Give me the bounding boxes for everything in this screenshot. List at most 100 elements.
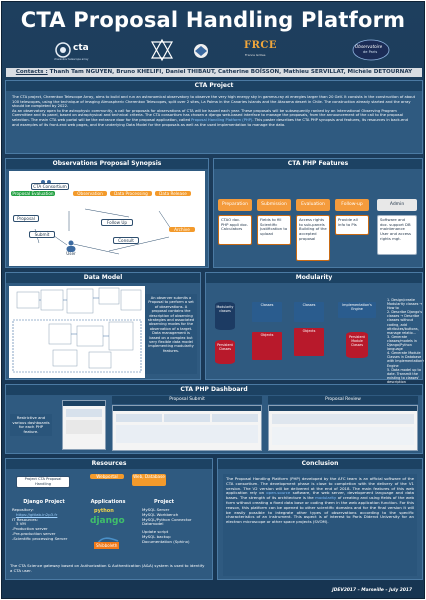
review-panel-heading: Proposal Review <box>268 396 418 404</box>
persistent-module-db: Persistent Module Classes <box>346 332 368 358</box>
authors-label: Contacts : <box>15 69 48 75</box>
modularity-heading: Modularity <box>206 273 422 283</box>
proposal-evaluation-box: Proposal Evaluation <box>11 191 55 196</box>
authors-names: Thanh Tam NGUYEN, Bruno KHELIFI, Daniel … <box>47 69 413 75</box>
prod-server: -Production server <box>12 526 48 532</box>
django-project-heading: Django Project <box>23 499 65 505</box>
resources-heading: Resources <box>6 459 212 469</box>
impl-engine-box: Implementation's Engine <box>338 302 376 318</box>
consortium-label: CTA Consortium <box>31 183 69 190</box>
conclusion-p3: of creating and using fields of the web … <box>226 495 414 525</box>
submit-box: Submit <box>29 231 55 238</box>
cta-logo-text: cta <box>73 43 89 53</box>
obs-paris-logo: Observatoire de Paris <box>351 38 391 64</box>
dashboard-heading: CTA PHP Dashboard <box>6 385 422 395</box>
authors-bar: Contacts : Thanh Tam NGUYEN, Bruno KHELI… <box>6 68 422 77</box>
classes-label-2: Classes <box>302 303 316 307</box>
feature-evaluation-desc: Access rights to sub-panels Building of … <box>296 215 330 261</box>
modularity-step: 5. Data model up to date. Transmit the e… <box>387 367 421 384</box>
submit-panel-screen <box>112 405 262 451</box>
impl-engine-label: Implementation's Engine <box>342 303 372 311</box>
conclusion-modularity: modularity <box>315 495 337 501</box>
archive-box: Archive <box>169 227 195 232</box>
persistent-classes-label: Persistent Classes <box>217 343 233 351</box>
france-grilles-logo: FRCE France Grilles <box>244 40 278 64</box>
project-item: Datamodel <box>142 521 164 527</box>
cta-project-body: The CTA project, Cherenkov Telescope Arr… <box>9 93 419 152</box>
observation-box: Observation <box>73 191 107 196</box>
obs-paris-text: Observatoire <box>355 44 383 49</box>
update-item: Update script <box>142 529 169 535</box>
poster-footer: JDEV2017 – Marseille – July 2017 <box>332 588 412 593</box>
france-grilles-text: FRCE <box>244 40 277 51</box>
objects-label-2: Objects <box>302 329 316 333</box>
resources-footer-note: The CTA Science gateway based on Authori… <box>10 563 205 573</box>
proposal-box: Proposal <box>13 215 39 222</box>
python-logo: python <box>94 508 114 514</box>
django-text: django <box>90 516 125 526</box>
logos-band: cta cherenkov telescope array FRCE Franc… <box>6 36 422 66</box>
classes-box-2: Classes <box>294 302 324 322</box>
feature-preparation-title: Preparation <box>218 199 252 211</box>
modularity-db-label: Modularity classes <box>216 305 234 313</box>
project-label-box: Project CTA Proposal Handling <box>16 476 70 488</box>
persistent-classes-db: Persistent Classes <box>215 340 235 364</box>
cta-project-section: CTA Project The CTA project, Cherenkov T… <box>5 80 423 154</box>
project-item: MySQL/Python Connector <box>142 516 192 522</box>
django-logo: django <box>90 516 125 526</box>
repository-label: Repository: <box>12 507 34 512</box>
conclusion-text: The Proposal Handling Platform (PHP) dev… <box>223 474 417 576</box>
cta-project-text-c: . This poster describes the CTA PHP syno… <box>12 117 408 127</box>
classes-box: Classes <box>252 302 282 322</box>
synopsis-body: CTA Consortium Proposal Evaluation Obser… <box>9 171 205 266</box>
features-section: CTA PHP Features Preparation Submission … <box>213 158 423 268</box>
dashboard-screen-1 <box>62 400 106 450</box>
feature-submission-title: Submission <box>257 199 291 211</box>
persistent-module-label: Persistent Module Classes <box>349 335 365 347</box>
modularity-step: 3. Generate classes/models in Django/Pyt… <box>387 334 417 352</box>
conclusion-open-source: open-source <box>266 490 291 496</box>
cta-logo-mark <box>55 42 71 58</box>
objects-box-2: Objects <box>294 328 324 356</box>
project-item: MySQL Server <box>142 507 170 512</box>
consult-box: Consult <box>113 237 139 244</box>
data-model-heading: Data Model <box>6 273 200 283</box>
shibboleth-logo: Shibboleth <box>94 542 120 549</box>
user-label: User <box>66 251 76 256</box>
modularity-db: Modularity classes <box>215 302 235 330</box>
feature-preparation-desc: CTAO doc. PHP appli doc. Calculators <box>218 215 252 245</box>
classes-label: Classes <box>260 303 274 307</box>
follow-up-box: Follow Up <box>101 219 133 226</box>
poster-title: CTA Proposal Handling Platform <box>20 8 406 32</box>
modularity-steps: 1. Design/create Modularity classes → Ho… <box>387 298 424 384</box>
cta-project-text-b: As an observatory open to the astrophysi… <box>12 108 403 122</box>
synopsis-heading: Observations Proposal Synopsis <box>6 159 208 169</box>
data-model-note: An observer submits a Proposal to perfor… <box>145 294 197 374</box>
review-panel-screen <box>268 405 418 451</box>
obs-paris-subtext: de Paris <box>363 50 378 54</box>
conclusion-p1: The Proposal Handling Platform (PHP) dev… <box>226 476 414 496</box>
feature-followup-desc: Provide all info to PIs <box>335 215 369 235</box>
update-item: Documentation (Sphinx) <box>142 538 190 544</box>
feature-submission-desc: Fields to fill Scientific Justification … <box>257 215 291 245</box>
objects-label: Objects <box>260 333 274 337</box>
preprod-server: -Pre-production server <box>12 530 56 536</box>
cta-logo-subtext: cherenkov telescope array <box>54 58 89 61</box>
applications-heading: Applications <box>90 499 126 505</box>
submit-panel-heading: Proposal Submit <box>112 396 262 404</box>
feature-evaluation-title: Evaluation <box>296 199 330 211</box>
repository-link[interactable]: https://gitlab.in2p3.fr <box>16 511 58 517</box>
conclusion-p2: software, the web server, development la… <box>226 490 414 501</box>
shibboleth-text: Shibboleth <box>96 543 118 548</box>
data-processing-box: Data Processing <box>110 191 152 196</box>
project-items: MySQL Server MySQL Workbench MySQL/Pytho… <box>142 507 208 545</box>
modularity-step: 2. Describe Django's classes → Describe … <box>387 310 422 335</box>
php-link[interactable]: Proposal Handling Platform (PHP) <box>191 117 253 122</box>
modularity-section: Modularity <box>205 272 423 380</box>
it-vm: 5 VM <box>16 521 26 527</box>
user-icon <box>65 237 77 256</box>
synopsis-section: Observations Proposal Synopsis CTA Conso… <box>5 158 209 268</box>
apc-emblem <box>150 38 174 62</box>
update-item: MySQL backup <box>142 533 171 539</box>
